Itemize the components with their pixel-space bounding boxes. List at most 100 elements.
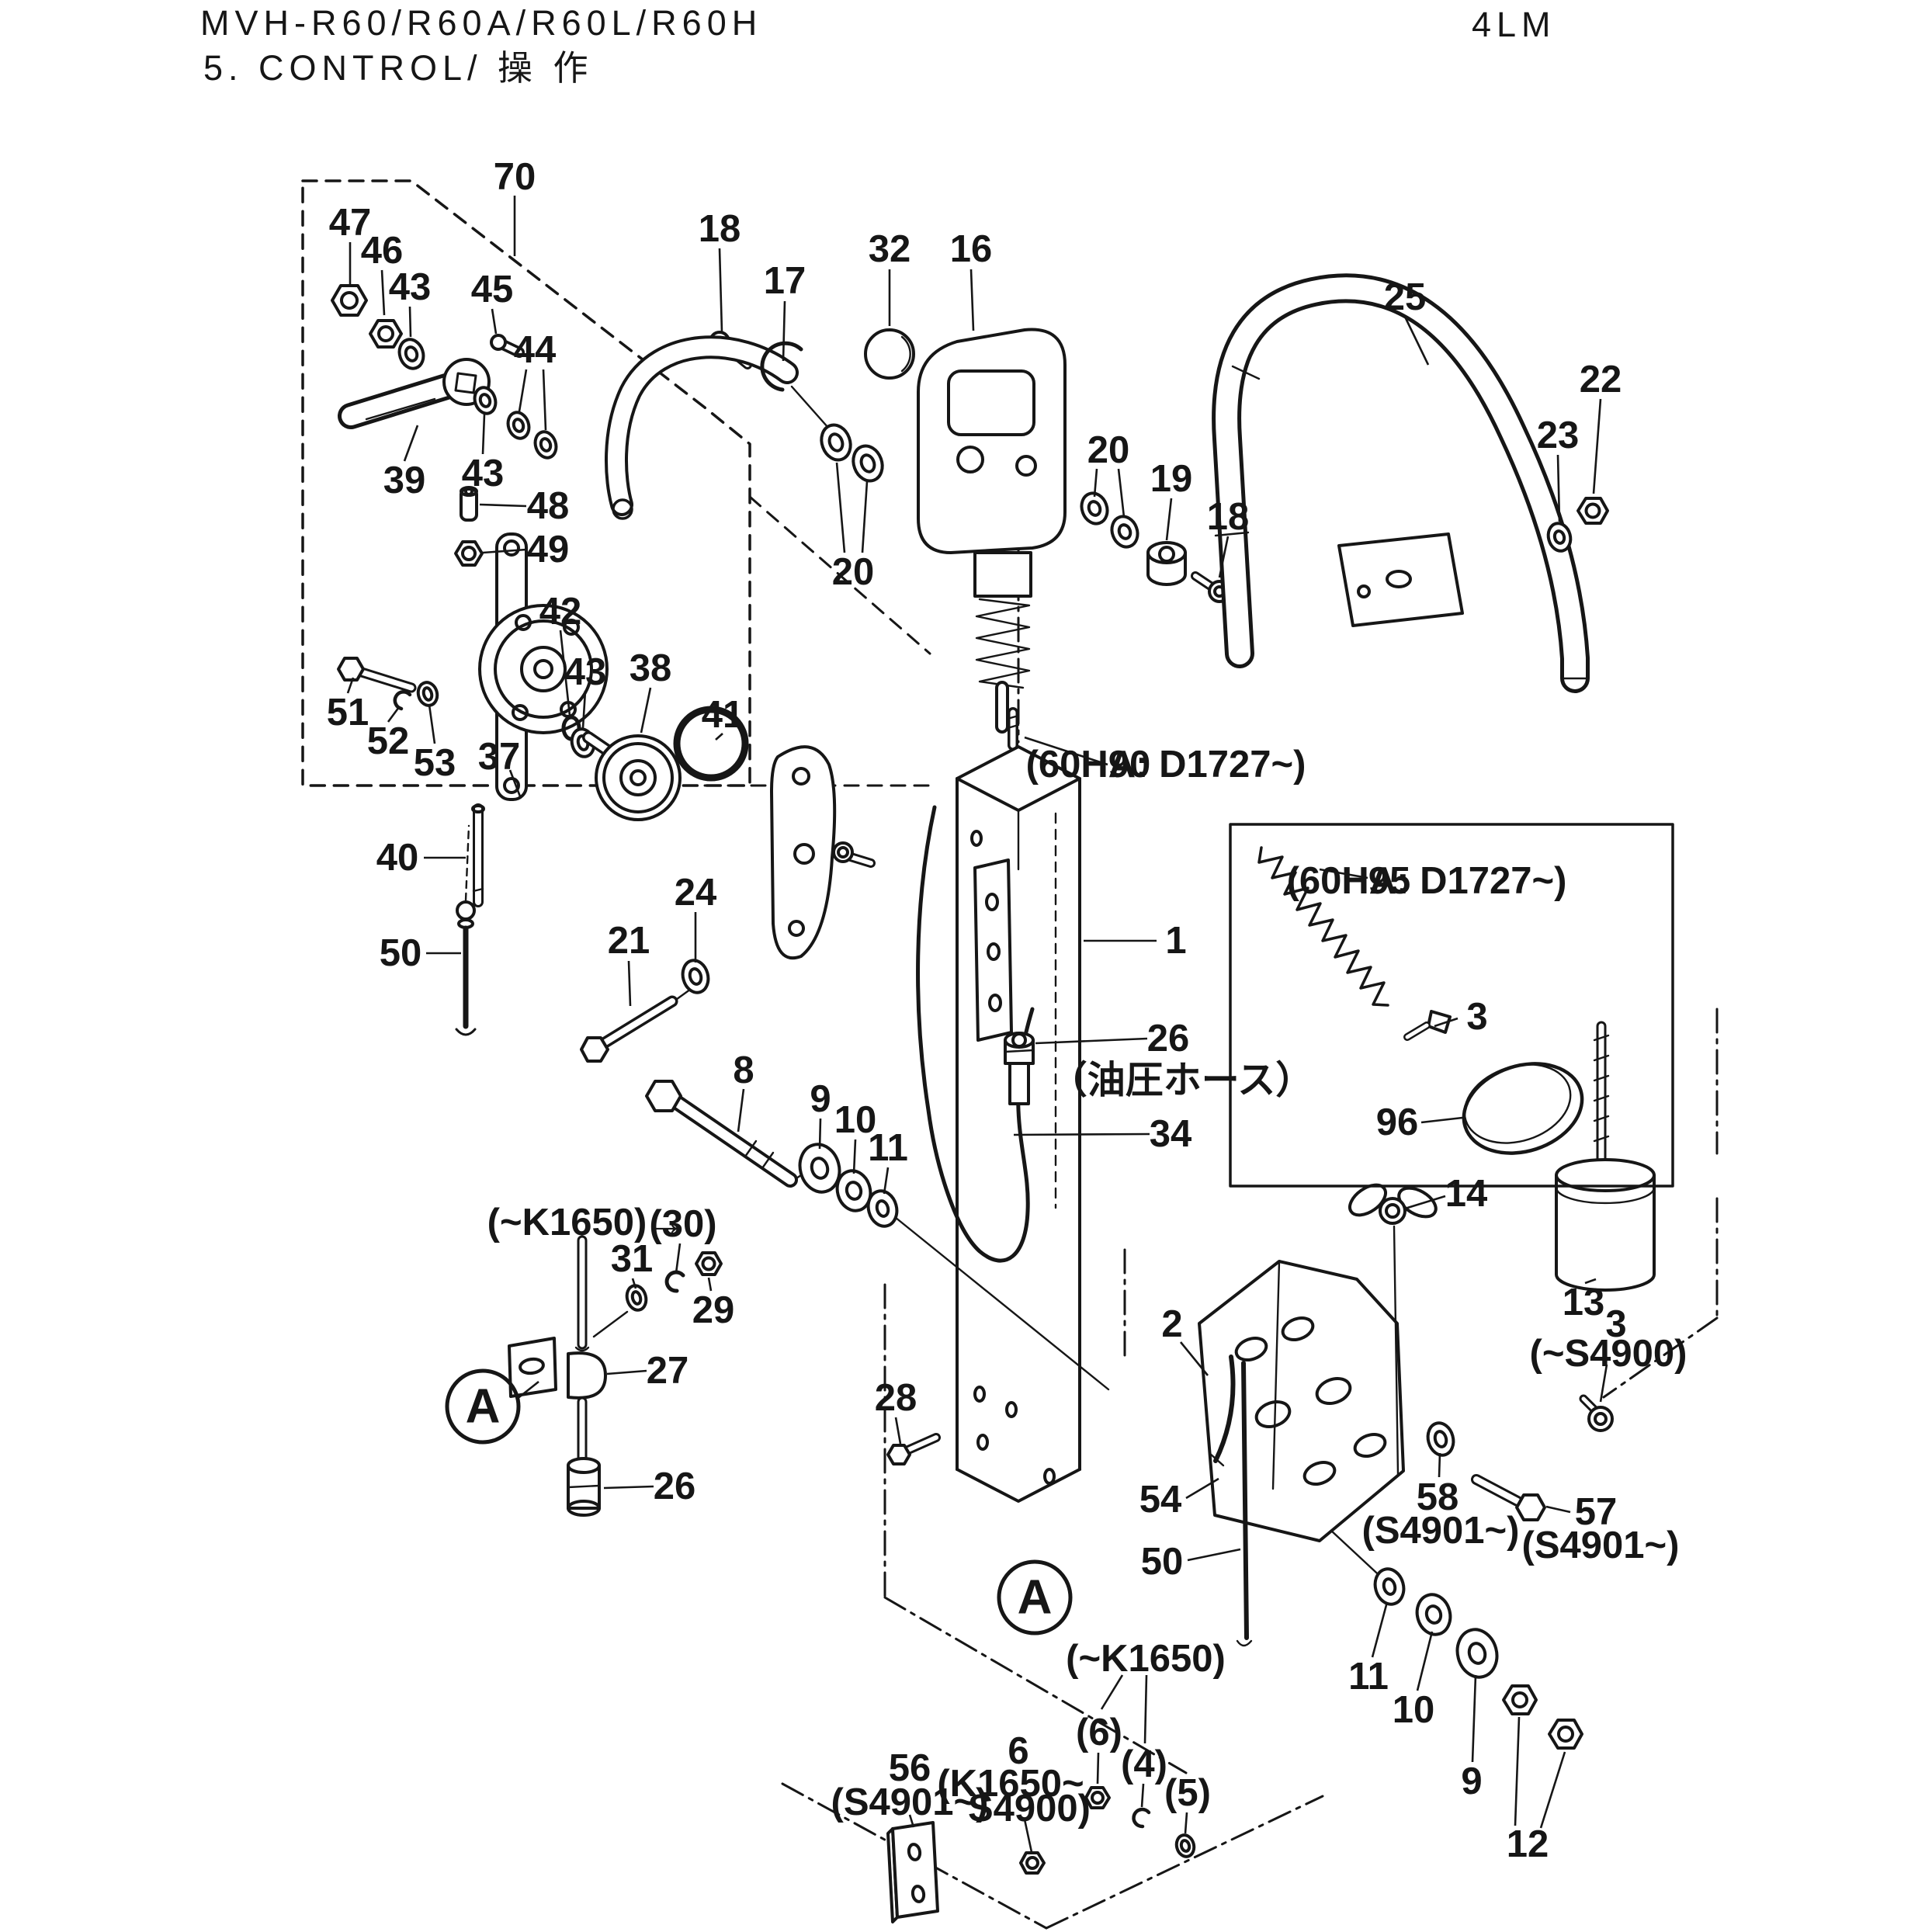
page-title-model: MVH-R60/R60A/R60L/R60H [200,3,762,43]
callout-3b: 3 [1605,1303,1626,1345]
leader-line [408,306,412,338]
leader-line [403,425,419,462]
pivot-bracket-2 [1198,1260,1405,1542]
washers-20-right [1080,491,1139,549]
screw-3-top [1403,1010,1452,1041]
callout-25: 25 [1384,276,1427,318]
callout-41: 41 [702,694,744,736]
leader-line [1438,1452,1441,1478]
oring-41 [673,706,749,782]
leader-line [1140,1783,1145,1808]
callout-17: 17 [764,260,806,302]
cable-50 [455,824,477,1036]
callout-47: 47 [329,202,372,244]
callout-95-sub0: (60HA: D1727~) [1287,860,1567,902]
leader-line [1545,1505,1571,1514]
leader-line [861,480,869,553]
callout-p4: (4) [1121,1743,1167,1785]
bolt-21 [580,995,678,1063]
handle-column-1 [956,745,1081,1503]
callout-1: 1 [1165,920,1186,962]
callout-24: 24 [675,872,717,914]
callout-10a: 10 [834,1099,877,1141]
control-valve-16 [917,328,1067,734]
cable-50-lower [1236,1361,1253,1647]
callout-32: 32 [869,228,911,270]
washer-24 [681,959,710,994]
callout-49: 49 [527,529,570,571]
knob-38 [582,731,682,821]
callout-46: 46 [361,230,404,272]
leader-line [908,1814,915,1828]
leader-line [603,1485,654,1490]
callout-95: 95 [1368,860,1411,902]
washer-23 [1546,522,1573,553]
callout-9b: 9 [1461,1760,1482,1802]
washer-43 [397,338,425,370]
pin-40 [471,803,485,907]
leader-line [581,690,587,729]
leader-line [883,1167,890,1195]
leader-line [559,630,571,716]
callout-26a-sub0: （油圧ホース） [1049,1060,1314,1101]
callout-p6: (6) [1076,1712,1122,1753]
callout-57: 57 [1575,1491,1618,1533]
callout-20a: 20 [832,551,875,593]
ball-32 [864,328,915,380]
leader-line [1556,454,1561,522]
callout-43a: 43 [389,266,432,308]
nut-29 [695,1251,723,1276]
leader-line [1416,1631,1434,1691]
callout-40: 40 [376,837,419,879]
callout-44: 44 [514,329,557,371]
callout-52: 52 [367,720,410,762]
callout-23: 23 [1537,414,1580,456]
rubber-mount-13 [1555,1021,1656,1292]
screw-3-lower [1579,1394,1614,1432]
handle-bracket [1337,532,1464,627]
callout-22: 22 [1580,359,1622,401]
callout-10b: 10 [1393,1689,1435,1731]
callout-9a: 9 [810,1078,831,1120]
callout-58: 58 [1417,1476,1459,1518]
leader-line [1023,1819,1033,1853]
leader-line [1471,1674,1477,1763]
callout-45: 45 [471,269,514,310]
leader-line [715,733,723,741]
detail-marker-circle-A2 [997,1559,1073,1635]
callout-48: 48 [527,485,570,527]
page-code: 4LM [1472,5,1556,44]
cover-plate-36 [770,745,837,960]
bolt-51 [337,657,417,693]
callout-28: 28 [875,1377,917,1419]
bolt-8 [645,1080,798,1188]
wing-nut-14 [1348,1183,1438,1476]
leader-line [428,704,436,744]
spring-95 [1257,846,1389,1007]
callout-12: 12 [1507,1823,1549,1865]
callout-k1650a: (~K1650)→ [487,1202,685,1243]
callout-k1650b: (~K1650) [1066,1638,1226,1680]
nut-22 [1576,497,1609,525]
plate-56 [886,1821,939,1923]
leader-line [894,1417,902,1445]
leader-line [1185,1477,1219,1500]
callout-70: 70 [494,156,536,198]
dashdot-frame [1602,1008,1719,1399]
detail-marker-circle-A1 [445,1368,521,1445]
callout-90: 90 [1108,744,1151,786]
leader-line [707,1277,713,1292]
leader-line [852,1139,857,1174]
leader-line [1165,498,1173,541]
leader-line [737,1088,745,1132]
leader-line [1035,1037,1148,1045]
bolt-28 [886,1433,941,1465]
washers-20-left [820,423,884,483]
leader-line [1218,536,1230,578]
callout-14: 14 [1445,1173,1488,1215]
callout-96: 96 [1376,1101,1419,1143]
callout-56-sub0: (S4901~) [831,1781,989,1823]
leader-line [1143,1674,1148,1744]
leader-line [515,1380,539,1401]
